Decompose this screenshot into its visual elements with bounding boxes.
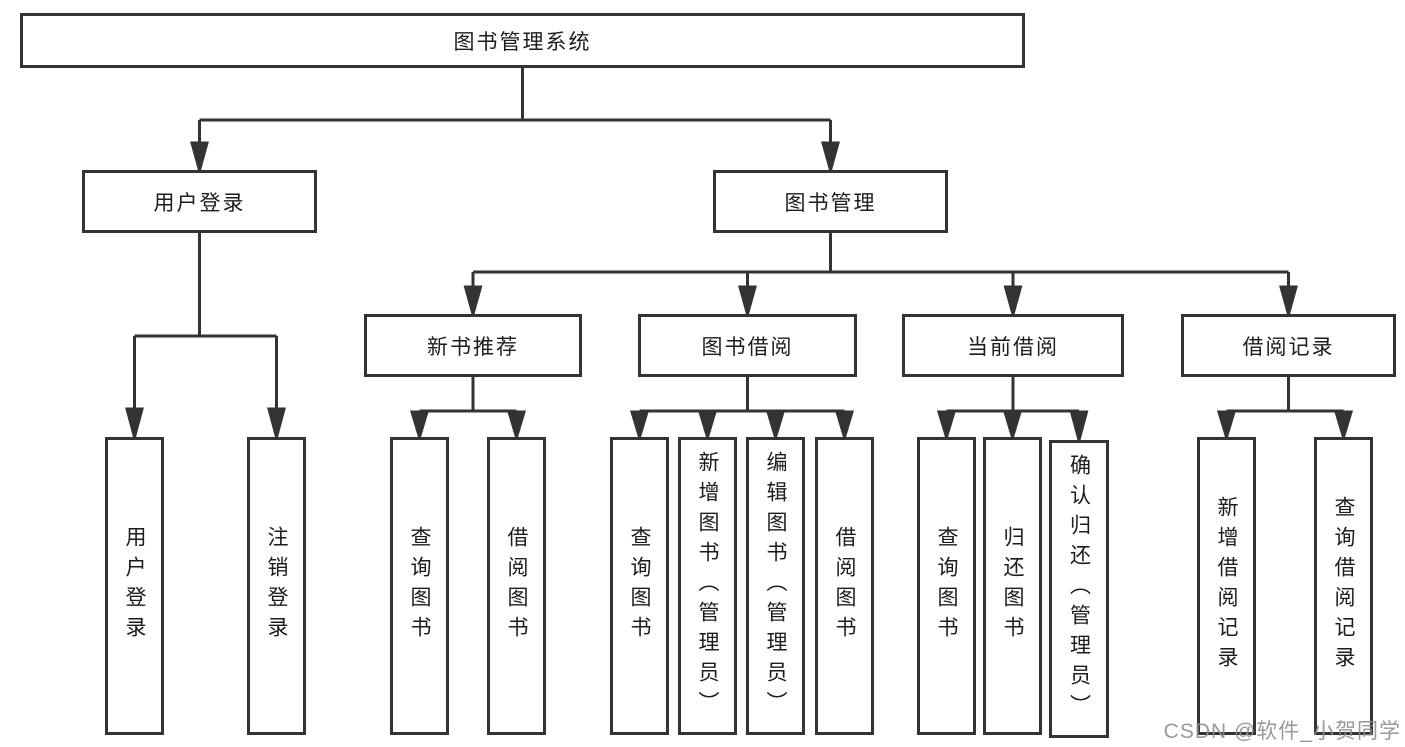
leaf-add-borrow-record: 新增借阅记录 xyxy=(1197,437,1256,735)
node-label: 新书推荐 xyxy=(427,335,519,359)
node-label: 用户登录 xyxy=(153,191,246,215)
leaf-edit-book-admin: 编辑图书（管理员） xyxy=(746,437,805,735)
node-label: 查询图书 xyxy=(628,526,651,646)
node-current-borrowing: 当前借阅 xyxy=(902,314,1124,377)
node-label: 借阅图书 xyxy=(505,526,528,646)
leaf-return-book: 归还图书 xyxy=(983,437,1042,735)
node-label: 查询图书 xyxy=(935,526,958,646)
leaf-query-books-recommend: 查询图书 xyxy=(390,437,449,735)
node-label: 图书管理系统 xyxy=(453,30,592,54)
node-borrowing-records: 借阅记录 xyxy=(1181,314,1396,377)
leaf-logout: 注销登录 xyxy=(247,437,306,735)
node-label: 新增借阅记录 xyxy=(1215,496,1238,676)
node-label: 编辑图书（管理员） xyxy=(764,451,787,721)
node-label: 注销登录 xyxy=(265,526,288,646)
node-label: 归还图书 xyxy=(1001,526,1024,646)
node-book-borrowing: 图书借阅 xyxy=(638,314,857,377)
leaf-confirm-return-admin: 确认归还（管理员） xyxy=(1049,440,1109,738)
node-new-book-recommendation: 新书推荐 xyxy=(364,314,582,377)
node-label: 借阅记录 xyxy=(1242,335,1335,359)
leaf-borrow-books-recommend: 借阅图书 xyxy=(487,437,546,735)
leaf-query-borrow-record: 查询借阅记录 xyxy=(1314,437,1373,735)
leaf-user-login: 用户登录 xyxy=(105,437,164,735)
node-label: 查询借阅记录 xyxy=(1332,496,1355,676)
leaf-query-books-borrowing: 查询图书 xyxy=(610,437,669,735)
node-label: 借阅图书 xyxy=(833,526,856,646)
leaf-add-book-admin: 新增图书（管理员） xyxy=(678,437,737,735)
csdn-watermark: CSDN @软件_小贺同学 xyxy=(1163,720,1401,743)
node-label: 图书借阅 xyxy=(701,335,794,359)
node-label: 图书管理 xyxy=(784,191,877,215)
leaf-query-books-current: 查询图书 xyxy=(917,437,976,735)
node-label: 查询图书 xyxy=(408,526,431,646)
node-label: 用户登录 xyxy=(123,526,146,646)
node-label: 确认归还（管理员） xyxy=(1067,454,1091,724)
node-book-management: 图书管理 xyxy=(713,170,948,233)
node-user-login: 用户登录 xyxy=(82,170,317,233)
leaf-borrow-books-borrowing: 借阅图书 xyxy=(815,437,874,735)
node-label: 当前借阅 xyxy=(967,335,1059,359)
node-label: 新增图书（管理员） xyxy=(696,451,719,721)
node-library-management-system: 图书管理系统 xyxy=(20,13,1025,68)
